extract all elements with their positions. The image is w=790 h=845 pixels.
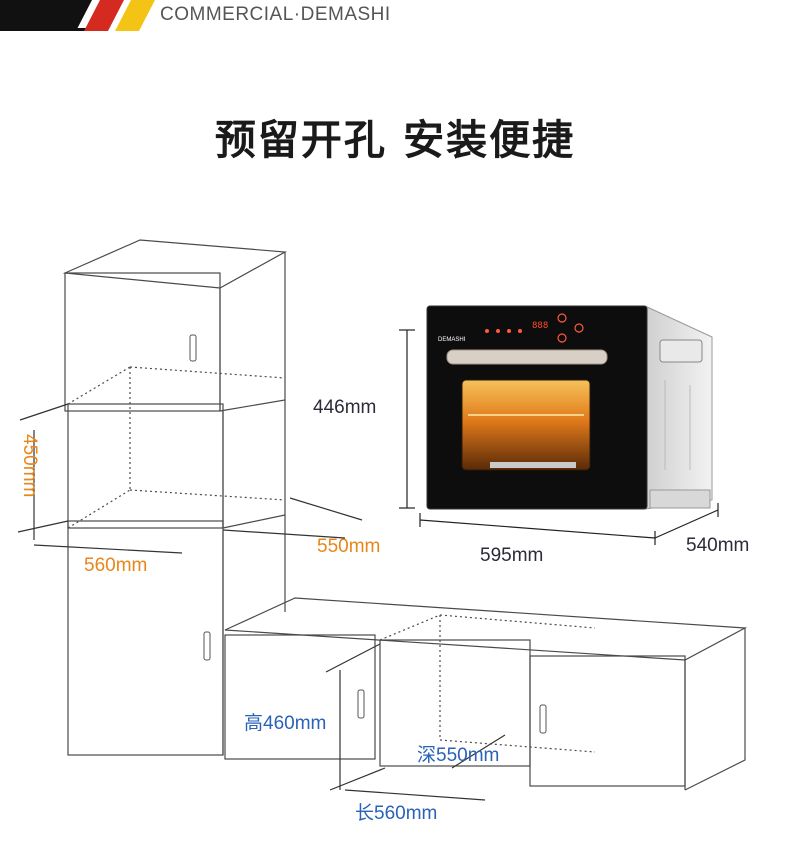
oven-depth-label: 540mm xyxy=(686,535,750,556)
oven-width-label: 595mm xyxy=(480,545,544,566)
base-left-handle[interactable] xyxy=(357,689,365,719)
control-touch-2[interactable] xyxy=(496,329,500,333)
tall-niche-width-label: 560mm xyxy=(84,555,148,576)
dim-line-550 xyxy=(222,529,346,539)
oven-logo: DEMASHI xyxy=(438,337,466,343)
base-left-door xyxy=(224,634,376,760)
oven-door-handle[interactable] xyxy=(446,349,608,365)
control-knob-top[interactable] xyxy=(557,313,567,323)
oven-dimension-lines xyxy=(399,329,719,545)
base-niche-width-label: 长560mm xyxy=(355,803,438,824)
oven-height-label: 446mm xyxy=(313,397,377,418)
dim-line-540 xyxy=(654,509,719,539)
base-right-handle[interactable] xyxy=(539,704,547,734)
base-countertop xyxy=(224,597,748,661)
dim-line-long-560 xyxy=(344,789,486,801)
base-niche-height-label: 高460mm xyxy=(244,713,327,734)
control-touch-3[interactable] xyxy=(507,329,511,333)
page-title: 预留开孔 安装便捷 xyxy=(214,116,576,164)
tall-dimension-lines xyxy=(17,403,363,554)
upper-door xyxy=(64,272,221,412)
brand-name: COMMERCIAL·DEMASHI xyxy=(160,4,391,25)
oven-base-plate xyxy=(649,489,711,509)
oven-control-panel: 888 xyxy=(485,313,584,343)
oven-side-panel xyxy=(644,305,713,510)
brand-stripes xyxy=(0,0,155,31)
upper-door-handle[interactable] xyxy=(189,334,197,362)
oven-display: 888 xyxy=(532,321,548,331)
base-niche-depth-label: 深550mm xyxy=(417,745,500,766)
dim-line-deep-550 xyxy=(451,734,506,769)
stripe-yellow xyxy=(115,0,155,31)
oven-product: DEMASHI 888 xyxy=(426,305,713,510)
stripe-black xyxy=(0,0,92,31)
header-bar: COMMERCIAL·DEMASHI xyxy=(0,0,790,32)
lower-door-handle[interactable] xyxy=(203,631,211,661)
base-right-door xyxy=(529,655,686,787)
oven-window xyxy=(461,379,591,471)
tall-niche-height-label: 450mm xyxy=(19,434,40,498)
stripe-red xyxy=(84,0,124,31)
tall-niche-depth-label: 550mm xyxy=(317,536,381,557)
tall-cabinet xyxy=(62,239,288,756)
control-knob-bottom[interactable] xyxy=(557,333,567,343)
base-dimension-lines xyxy=(325,643,506,801)
oven-tray xyxy=(490,462,576,468)
control-touch-4[interactable] xyxy=(518,329,522,333)
control-touch-1[interactable] xyxy=(485,329,489,333)
oven-niche xyxy=(67,403,224,529)
dim-line-560 xyxy=(33,544,183,554)
tall-cabinet-top xyxy=(62,239,288,289)
control-knob-right[interactable] xyxy=(574,323,584,333)
dim-line-595 xyxy=(419,519,656,539)
oven-vent xyxy=(659,339,703,363)
